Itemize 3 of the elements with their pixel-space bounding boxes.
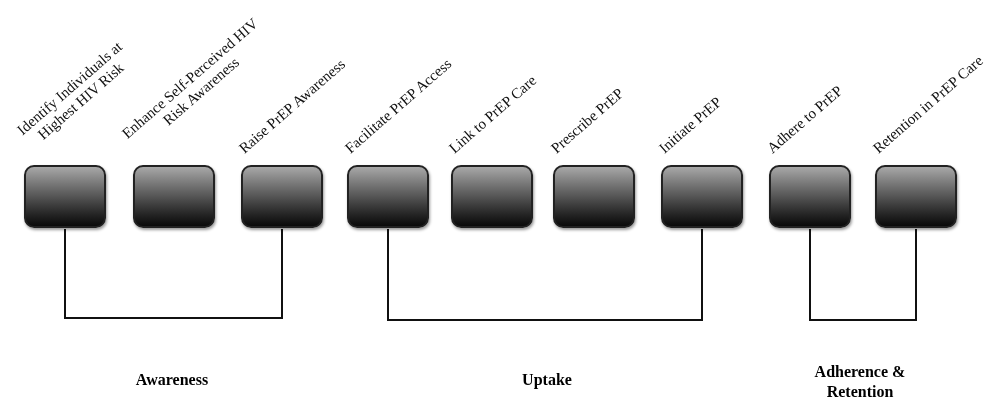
group-label: Adherence & Retention <box>813 362 907 402</box>
group-label: Uptake <box>521 370 573 390</box>
group-label: Awareness <box>134 370 210 390</box>
